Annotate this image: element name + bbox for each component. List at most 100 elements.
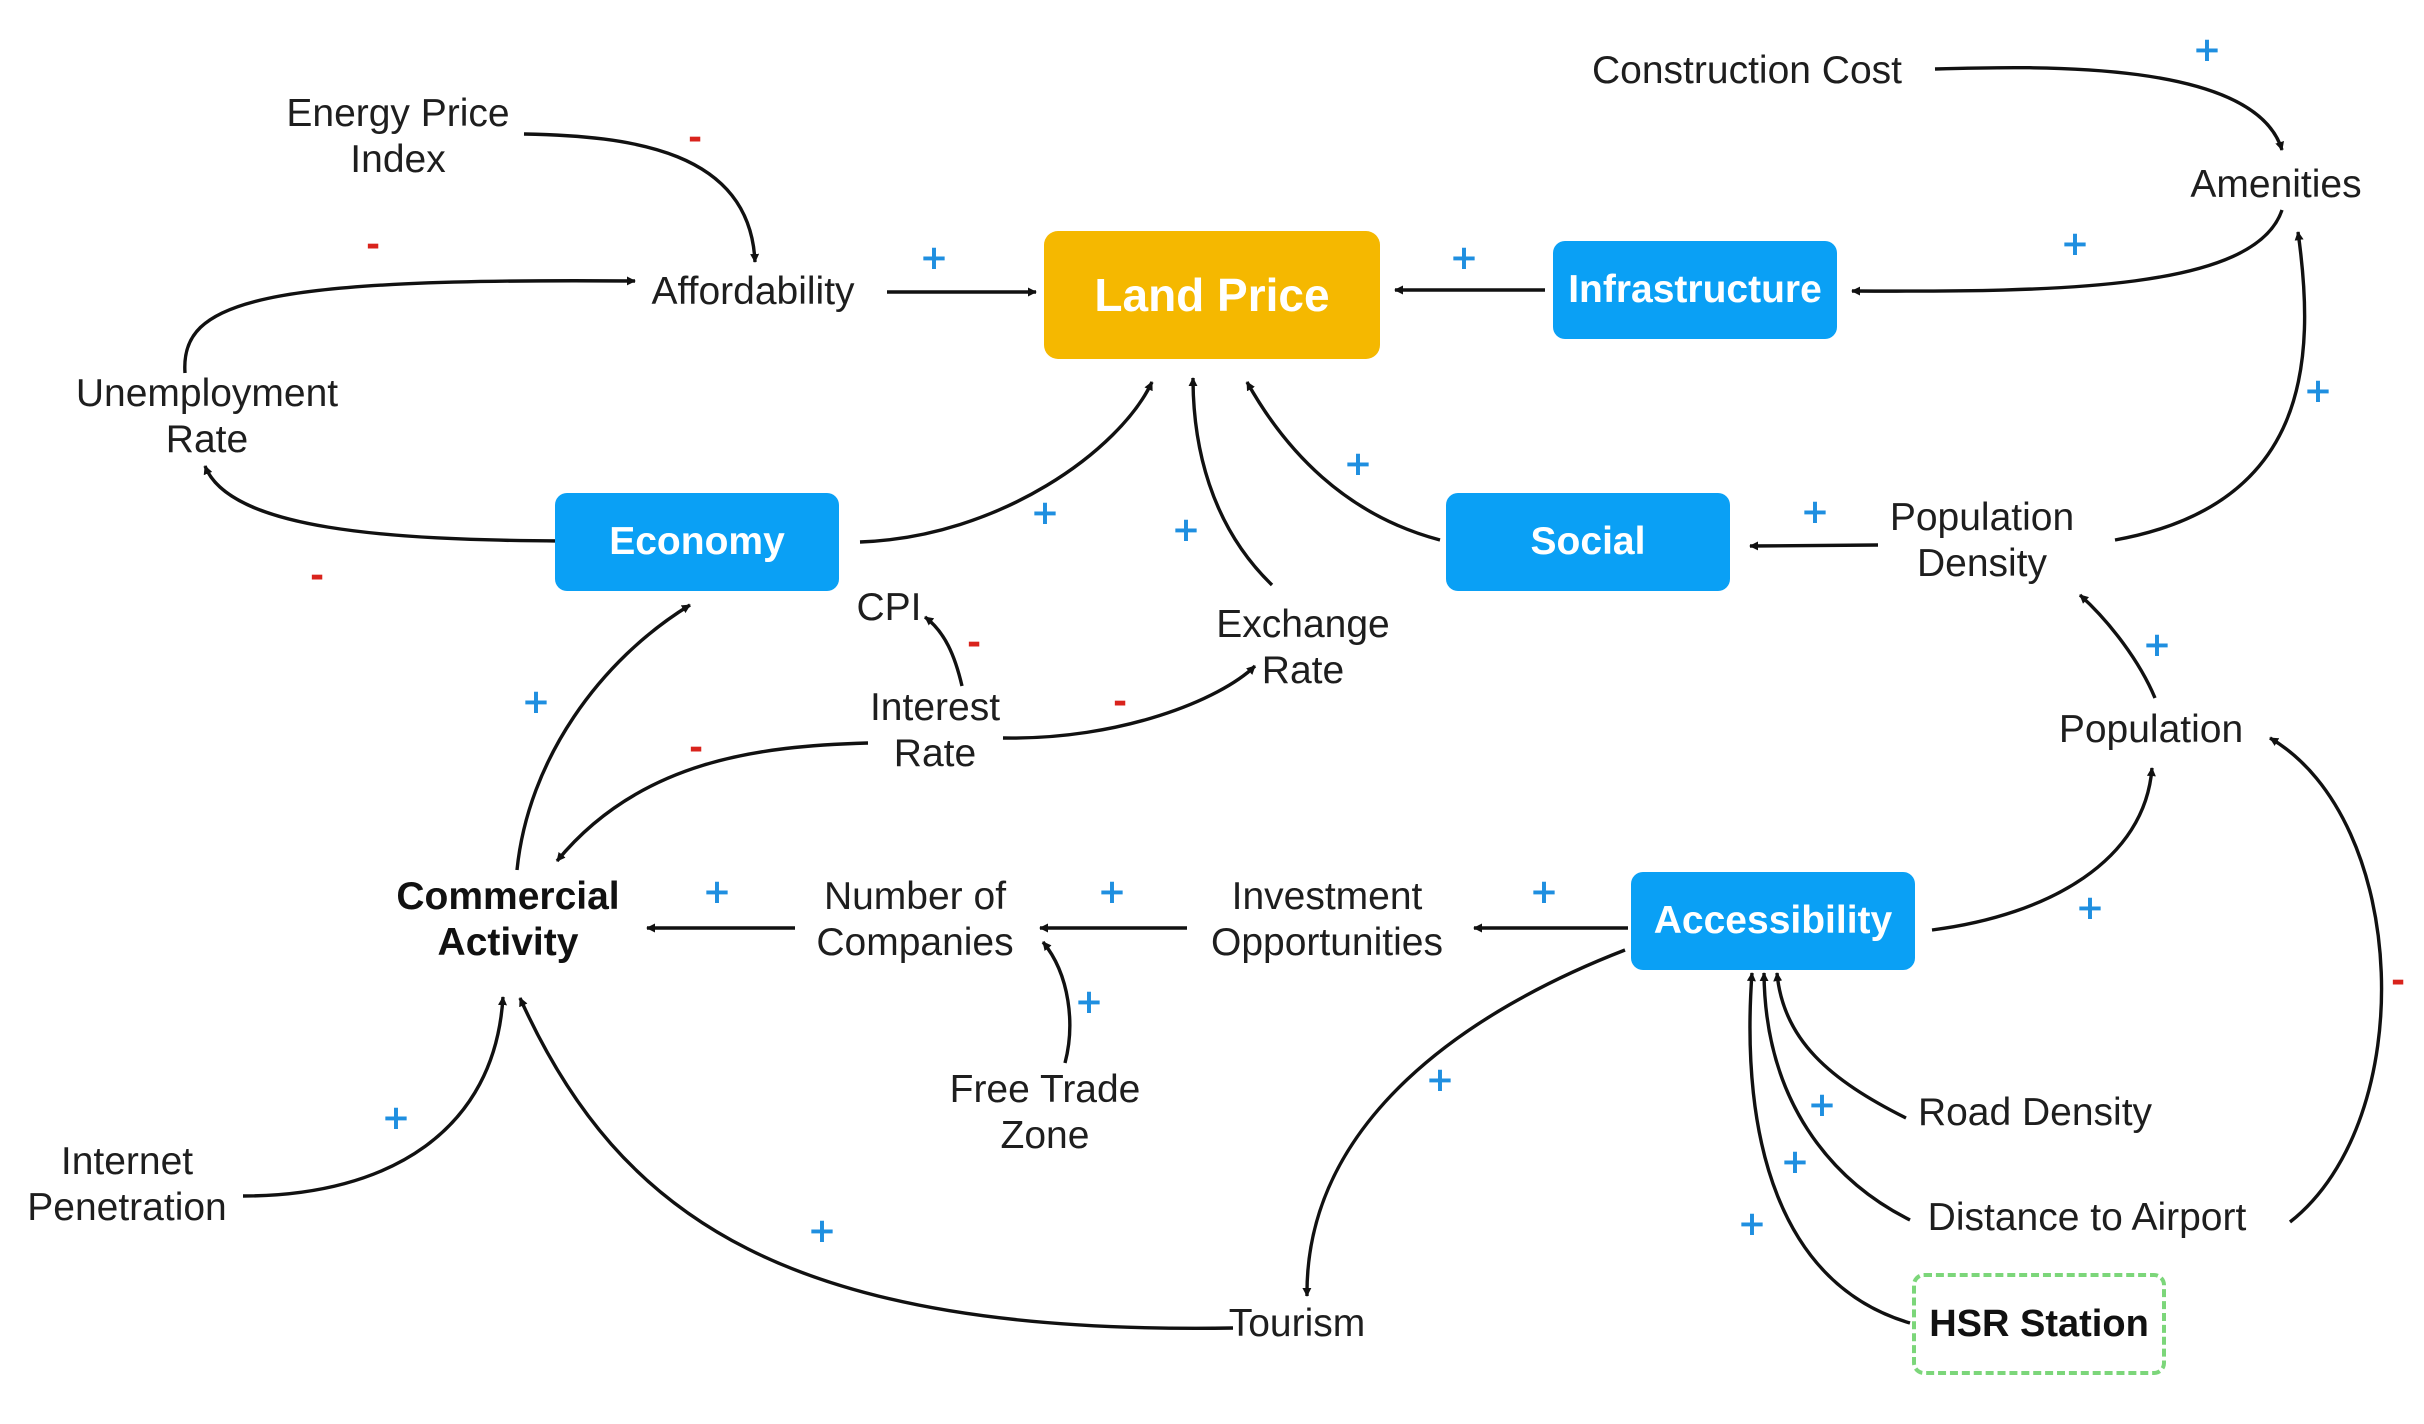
polarity-popdensity-amenities: + [2303, 371, 2333, 411]
line-2: Index [350, 138, 446, 181]
polarity-interest-exchange: - [1112, 682, 1128, 722]
causal-link-arrow [555, 741, 869, 863]
causal-link-arrow [923, 615, 964, 687]
causal-link-arrow [1931, 767, 2156, 932]
polarity-unemployment-affordability: - [365, 225, 381, 265]
causal-link-arrow [1245, 381, 1441, 542]
internet-penetration-label: Internet Penetration [27, 1139, 226, 1231]
line-2: Activity [437, 921, 579, 964]
causal-link-arrow [183, 276, 636, 374]
polarity-road-accessibility: + [1807, 1085, 1837, 1125]
investment-opportunities-label: Investment Opportunities [1211, 874, 1443, 966]
cpi-label: CPI [856, 585, 921, 631]
line-1: Population [2058, 708, 2244, 751]
line-2: Zone [1000, 1114, 1090, 1157]
causal-link-arrow [1934, 65, 2284, 151]
polarity-amenities-infrastructure: + [2060, 224, 2090, 264]
causal-link-arrow [1041, 940, 1072, 1064]
causal-link-arrow [1749, 541, 1879, 551]
line-2: Rate [1261, 649, 1345, 692]
line-1: Commercial [396, 875, 620, 918]
line-2: Rate [893, 732, 977, 775]
polarity-interest-cpi: - [966, 623, 982, 663]
line-1: Unemployment [75, 372, 339, 415]
economy-node: Economy [555, 493, 839, 591]
causal-link-arrow [1773, 972, 1907, 1120]
polarity-interest-commercial: - [688, 728, 704, 768]
polarity-economy-unemployment: - [309, 556, 325, 596]
causal-link-arrow [242, 996, 507, 1198]
energy-price-index-label: Energy Price Index [286, 91, 509, 183]
amenities-label: Amenities [2190, 162, 2361, 208]
line-1: Number of [823, 875, 1007, 918]
causal-link-arrow [515, 603, 691, 871]
causal-link-arrow [1851, 209, 2284, 296]
line-2: Penetration [27, 1186, 227, 1229]
exchange-rate-label: Exchange Rate [1216, 602, 1389, 694]
line-1: Internet [60, 1140, 194, 1183]
polarity-companies-commercial: + [702, 872, 732, 912]
line-2: Companies [816, 921, 1014, 964]
line-1: Construction Cost [1592, 49, 1902, 92]
line-1: Exchange [1216, 603, 1390, 646]
causal-link-arrow [1188, 377, 1274, 587]
line-1: Investment [1231, 875, 1423, 918]
interest-rate-label: Interest Rate [870, 685, 1000, 777]
unemployment-rate-label: Unemployment Rate [76, 371, 338, 463]
polarity-infrastructure-landprice: + [1449, 238, 1479, 278]
line-1: Energy Price [286, 92, 510, 135]
line-2: Rate [165, 418, 249, 461]
line-2: Density [1916, 542, 2048, 585]
causal-link-arrow [523, 132, 760, 263]
causal-link-arrow [203, 465, 561, 543]
land-price-node: Land Price [1044, 231, 1380, 359]
polarity-internet-commercial: + [381, 1098, 411, 1138]
polarity-construction-amenities: + [2192, 30, 2222, 70]
causal-link-arrow [2078, 593, 2157, 699]
causal-link-arrow [859, 381, 1154, 544]
free-trade-zone-label: Free Trade Zone [950, 1067, 1141, 1159]
polarity-tourism-commercial: + [807, 1211, 837, 1251]
polarity-accessibility-tourism: + [1425, 1060, 1455, 1100]
infrastructure-node: Infrastructure [1553, 241, 1837, 339]
polarity-airport-population: - [2390, 961, 2406, 1001]
affordability-label: Affordability [651, 269, 854, 315]
causal-link-arrow [1002, 664, 1257, 740]
polarity-economy-landprice: + [1030, 493, 1060, 533]
polarity-popdensity-social: + [1800, 492, 1830, 532]
distance-to-airport-label: Distance to Airport [1928, 1195, 2247, 1241]
causal-link-arrow [2269, 736, 2384, 1224]
line-2: Opportunities [1211, 921, 1443, 964]
social-node: Social [1446, 493, 1730, 591]
line-1: Amenities [2190, 163, 2362, 206]
causal-link-arrow [1302, 948, 1626, 1297]
polarity-social-landprice: + [1343, 444, 1373, 484]
line-1: Population [1889, 496, 2075, 539]
polarity-accessibility-population: + [2075, 888, 2105, 928]
commercial-activity-label: Commercial Activity [396, 874, 619, 966]
line-1: Free Trade [949, 1068, 1141, 1111]
polarity-airport-accessibility: + [1780, 1142, 1810, 1182]
causal-link-arrow [1746, 972, 1911, 1325]
line-1: CPI [856, 586, 922, 629]
hsr-station-node: HSR Station [1912, 1273, 2166, 1375]
accessibility-node: Accessibility [1631, 872, 1915, 970]
construction-cost-label: Construction Cost [1592, 48, 1902, 94]
tourism-label: Tourism [1229, 1301, 1366, 1347]
line-1: Affordability [651, 270, 855, 313]
polarity-exchange-landprice: + [1171, 510, 1201, 550]
polarity-affordability-landprice: + [919, 238, 949, 278]
line-1: Tourism [1228, 1302, 1366, 1345]
causal-link-arrow [518, 997, 1234, 1330]
line-1: Distance to Airport [1927, 1196, 2247, 1239]
polarity-energy-affordability: - [687, 118, 703, 158]
polarity-investment-companies: + [1097, 872, 1127, 912]
causal-link-arrow [1759, 972, 1911, 1222]
line-1: Interest [869, 686, 1001, 729]
line-1: Road Density [1917, 1091, 2153, 1134]
polarity-accessibility-investment: + [1529, 872, 1559, 912]
population-label: Population [2059, 707, 2243, 753]
road-density-label: Road Density [1918, 1090, 2152, 1136]
